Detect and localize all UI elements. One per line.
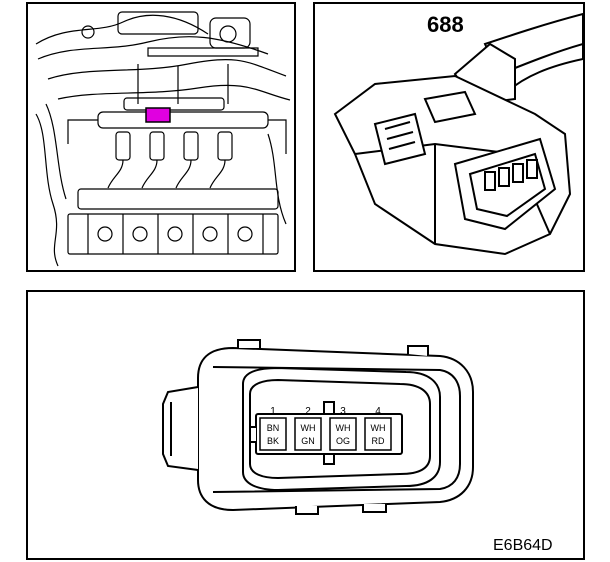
connector-location-highlight <box>145 107 171 123</box>
pin-cavity-1 <box>259 417 287 451</box>
pin-number: 3 <box>340 406 346 417</box>
figure-code: E6B64D <box>493 537 553 554</box>
pin-wire-color-bottom: RD <box>372 436 385 446</box>
pin-cavity-2 <box>294 417 322 451</box>
pin-wire-color-bottom: BK <box>267 436 279 446</box>
connector-number: 688 <box>427 12 464 37</box>
connector-view-panel: 688 <box>313 2 585 272</box>
engine-location-panel <box>26 2 296 272</box>
engine-bay-drawing <box>35 11 291 267</box>
pin-number: 4 <box>375 406 381 417</box>
pin-wire-color-top: WH <box>336 423 351 433</box>
pin-number: 1 <box>270 406 276 417</box>
pin-cavity-3 <box>329 417 357 451</box>
connector-perspective-drawing: 688 <box>333 12 583 256</box>
pin-number: 2 <box>305 406 311 417</box>
pin-cavity-4 <box>364 417 392 451</box>
pin-wire-color-top: BN <box>267 423 280 433</box>
pin-wire-color-top: WH <box>301 423 316 433</box>
pin-wire-color-bottom: OG <box>336 436 350 446</box>
connector-face-drawing: 1BN BK 2WH GN 3WH OG 4WH RD E6B64D <box>162 339 553 554</box>
pin-wire-color-bottom: GN <box>301 436 315 446</box>
pin-wire-color-top: WH <box>371 423 386 433</box>
